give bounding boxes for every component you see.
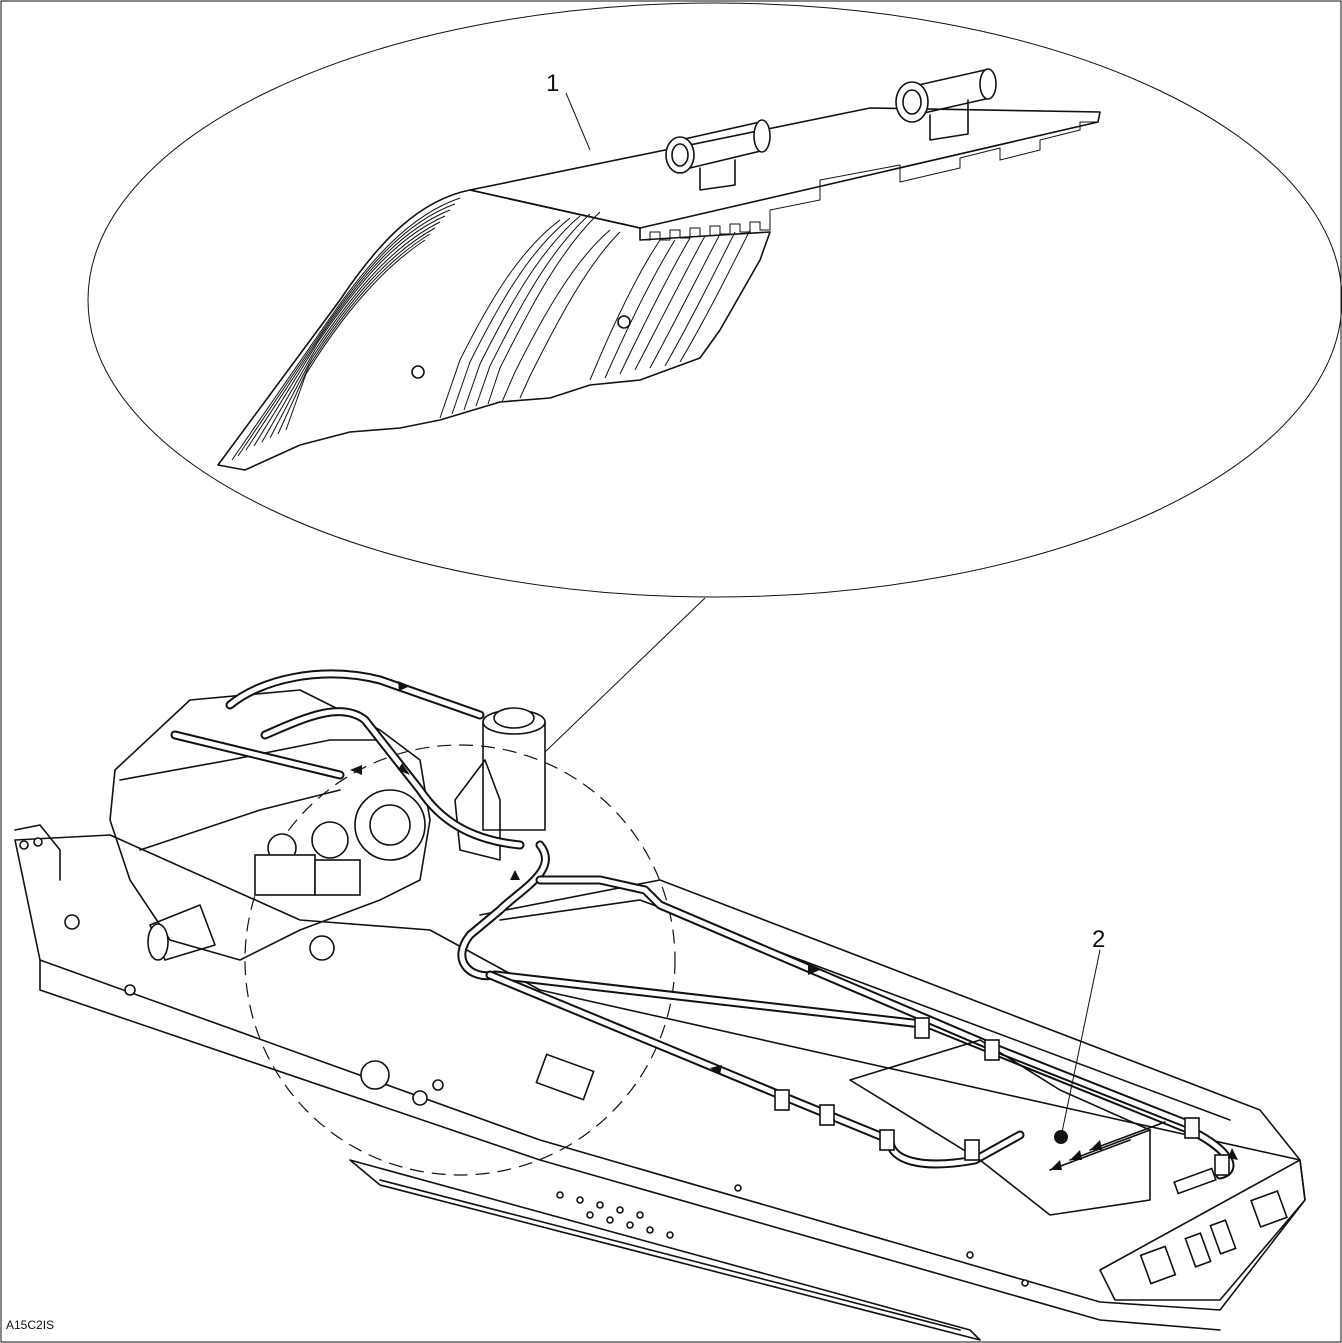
radiator-fins — [231, 197, 751, 461]
figure-code: A15C2IS — [6, 1318, 55, 1332]
coolant-reservoir-icon — [454, 707, 546, 861]
callout-1-label: 1 — [546, 70, 560, 97]
flow-arrow-icon — [350, 681, 1238, 1171]
radiator-fin-teeth — [639, 121, 1098, 241]
engine-icon — [109, 689, 431, 961]
radiator-detail-icon — [87, 2, 1342, 598]
callout-2-label: 2 — [1092, 926, 1106, 953]
radiator-outlet-left — [665, 119, 771, 191]
snowmobile-chassis-icon — [14, 669, 1306, 1341]
detail-leader-line — [544, 597, 706, 753]
coolant-hoses — [170, 669, 1235, 1216]
radiator-outlet-right — [895, 68, 997, 141]
detail-zoom-circle — [244, 744, 676, 1176]
runner-perforations — [556, 1191, 674, 1239]
